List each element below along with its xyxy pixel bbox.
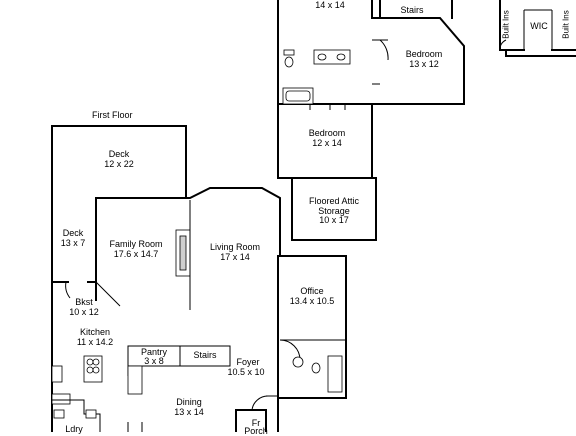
kitchen-name: Kitchen	[79, 327, 111, 337]
wic-label: WIC	[530, 21, 548, 31]
deck-top-name: Deck	[108, 149, 130, 159]
front-porch-dims: Porch	[244, 426, 268, 436]
foyer-name: Foyer	[236, 357, 260, 367]
front-porch	[235, 395, 278, 432]
living-room-name: Living Room	[209, 242, 261, 252]
pantry-name: Pantry	[140, 347, 168, 357]
floor-title: First Floor	[92, 110, 133, 120]
front-porch-name: Fr	[251, 418, 261, 428]
family-room-dims: 17.6 x 14.7	[113, 249, 159, 259]
deck-top-dims: 12 x 22	[104, 159, 134, 169]
attic-name: Floored Attic Storage	[308, 196, 360, 216]
top-partial-room-dims: 14 x 14	[315, 0, 345, 10]
attic-dims: 10 x 17	[319, 215, 349, 225]
laundry-name: Ldry	[65, 424, 83, 434]
deck-side-name: Deck	[62, 228, 84, 238]
main-stairs-label: Stairs	[193, 350, 217, 360]
dining-dims: 13 x 14	[174, 407, 204, 417]
builtins-right-label: Built Ins	[561, 10, 571, 39]
bkst-dims: 10 x 12	[69, 307, 99, 317]
pantry-dims: 3 x 8	[144, 356, 164, 366]
first-floor-outer-walls	[51, 125, 347, 432]
kitchen-dims: 11 x 14.2	[76, 337, 114, 347]
deck-side-dims: 13 x 7	[60, 238, 86, 248]
upper-wing-walls	[277, 0, 465, 179]
lower-bedroom-dims: 12 x 14	[312, 138, 342, 148]
upper-bath-fixtures	[282, 49, 351, 105]
wic-walls	[499, 0, 576, 57]
builtins-left-label: Built Ins	[501, 10, 511, 39]
fireplace	[175, 200, 191, 310]
upper-bedroom-dims: 13 x 12	[409, 59, 439, 69]
kitchen-fixtures	[51, 355, 143, 432]
office-dims: 13.4 x 10.5	[289, 296, 335, 306]
lower-bedroom-name: Bedroom	[308, 128, 346, 138]
upper-bedroom-name: Bedroom	[405, 49, 443, 59]
attic-walls	[291, 177, 377, 241]
dining-name: Dining	[176, 397, 202, 407]
living-room-dims: 17 x 14	[220, 252, 250, 262]
office-name: Office	[300, 286, 324, 296]
powder-room	[279, 339, 346, 393]
foyer-dims: 10.5 x 10	[227, 367, 265, 377]
bkst-name: Bkst	[75, 297, 93, 307]
upper-stairs-label: Stairs	[400, 5, 424, 15]
family-room-name: Family Room	[109, 239, 163, 249]
